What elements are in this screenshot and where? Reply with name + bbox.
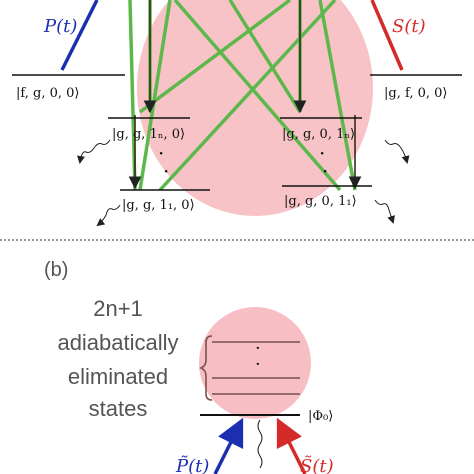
state-right: |g, f, 0, 0⟩ xyxy=(384,86,447,101)
levels-b xyxy=(212,341,300,395)
state-left: |f, g, 0, 0⟩ xyxy=(16,86,79,101)
dots-b-1: · xyxy=(255,338,261,359)
state-mid-right: |g, g, 0, 1ₙ⟩ xyxy=(282,127,355,142)
eliminated-states-region-a xyxy=(137,0,373,216)
pump-tilde-arrow xyxy=(213,417,244,474)
state-bottom-right: |g, g, 0, 1₁⟩ xyxy=(284,194,357,209)
stokes-arrow xyxy=(370,0,404,71)
state-mid-left: |g, g, 1ₙ, 0⟩ xyxy=(112,127,185,142)
dots-left-1: · xyxy=(158,141,164,165)
stokes-tilde-arrow xyxy=(276,417,307,474)
dots-left-2: · xyxy=(163,159,169,183)
annotation-line-1: 2n+1 xyxy=(93,296,143,321)
pump-arrow xyxy=(60,0,99,71)
stokes-tilde-label: S̃(t) xyxy=(300,455,334,474)
decay-wavy-b xyxy=(257,419,263,469)
eliminated-states-region-b xyxy=(199,307,311,419)
decay-wavy-arrows xyxy=(77,139,410,227)
coupling-arrows xyxy=(128,0,362,190)
dots-right-1: · xyxy=(319,141,325,165)
dots-b-2: · xyxy=(255,354,261,375)
panel-b-label: (b) xyxy=(44,259,68,281)
stokes-label: S(t) xyxy=(392,16,426,37)
brace xyxy=(198,335,213,401)
pump-label: P(t) xyxy=(43,16,77,37)
panel-b: (b) 2n+1 adiabatically eliminated states… xyxy=(44,259,334,474)
annotation-line-3: eliminated xyxy=(68,364,168,389)
state-bottom-left: |g, g, 1₁, 0⟩ xyxy=(122,198,195,213)
annotation-line-2: adiabatically xyxy=(57,330,178,355)
annotation-line-4: states xyxy=(89,396,148,421)
ground-state-label: |Φ₀⟩ xyxy=(308,409,333,424)
dots-right-2: · xyxy=(322,159,328,183)
levels-a xyxy=(12,74,462,191)
pump-tilde-label: P̃(t) xyxy=(175,455,209,474)
panel-a: P(t) S(t) xyxy=(12,0,462,227)
